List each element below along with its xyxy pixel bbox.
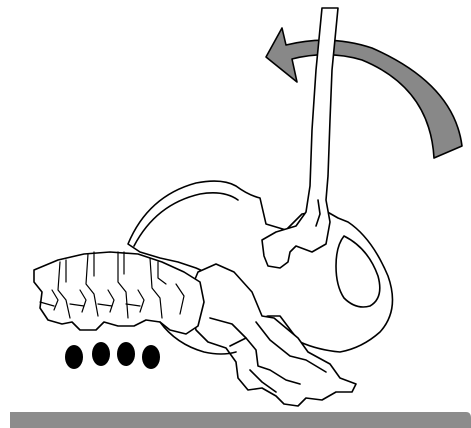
- marker-3: [117, 342, 135, 366]
- marker-4: [142, 345, 160, 369]
- marker-1: [65, 345, 83, 369]
- curved-arrow-icon: [266, 28, 462, 158]
- obturator-foramen: [336, 236, 380, 307]
- marker-2: [92, 342, 110, 366]
- floor-surface: [10, 412, 471, 428]
- black-oval-markers: [65, 342, 160, 369]
